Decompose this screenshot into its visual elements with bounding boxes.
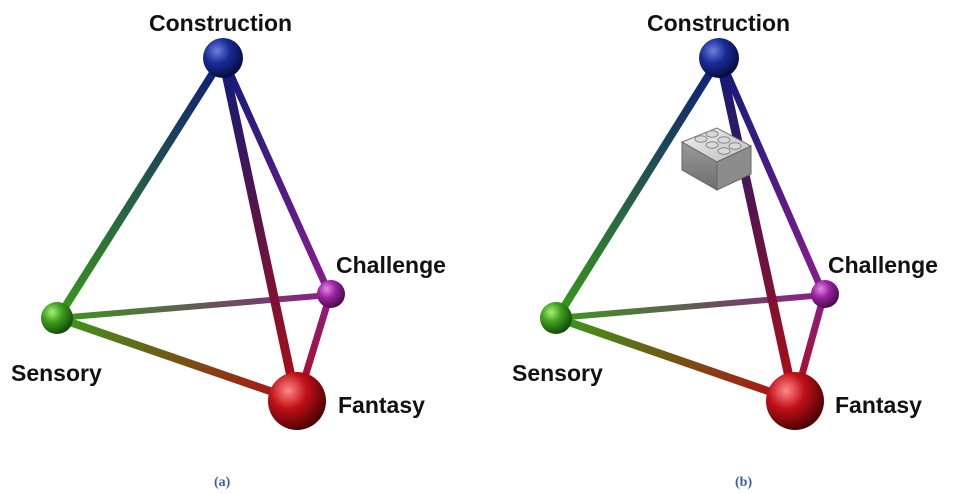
node-label-sensory: Sensory — [11, 360, 102, 386]
node-label-fantasy: Fantasy — [338, 392, 425, 418]
node-label-challenge: Challenge — [828, 252, 938, 278]
node-construction-sphere — [203, 38, 243, 78]
edge-sensory-challenge — [554, 292, 827, 321]
node-label-challenge: Challenge — [336, 252, 446, 278]
tetrahedron-diagram-a: Construction Challenge Sensory Fantasy (… — [0, 0, 478, 494]
node-construction-sphere — [699, 38, 739, 78]
edge-construction-fantasy — [219, 59, 301, 405]
node-label-sensory: Sensory — [512, 360, 603, 386]
node-challenge-sphere — [317, 280, 345, 308]
caption-a: (a) — [214, 475, 231, 490]
edge-sensory-challenge — [55, 292, 333, 321]
node-fantasy-sphere — [268, 372, 326, 430]
caption-b: (b) — [735, 475, 753, 490]
edge-sensory-fantasy — [54, 314, 300, 404]
tetrahedron-graphic-b — [540, 38, 839, 430]
node-label-construction: Construction — [647, 10, 791, 36]
node-sensory-sphere — [41, 302, 73, 334]
node-challenge-sphere — [811, 280, 839, 308]
node-sensory-sphere — [540, 302, 572, 334]
node-label-fantasy: Fantasy — [835, 392, 922, 418]
edge-construction-sensory — [54, 58, 224, 322]
edge-construction-challenge — [221, 58, 334, 299]
edge-construction-fantasy — [716, 59, 799, 405]
edge-sensory-fantasy — [553, 314, 798, 404]
edge-construction-sensory — [553, 58, 721, 322]
node-label-construction: Construction — [149, 10, 293, 36]
tetrahedron-graphic-a — [41, 38, 345, 430]
node-fantasy-sphere — [766, 372, 824, 430]
lego-brick-icon — [680, 127, 753, 191]
edge-construction-challenge — [718, 58, 828, 299]
tetrahedron-diagram-b: Construction Challenge Sensory Fantasy (… — [479, 0, 957, 494]
